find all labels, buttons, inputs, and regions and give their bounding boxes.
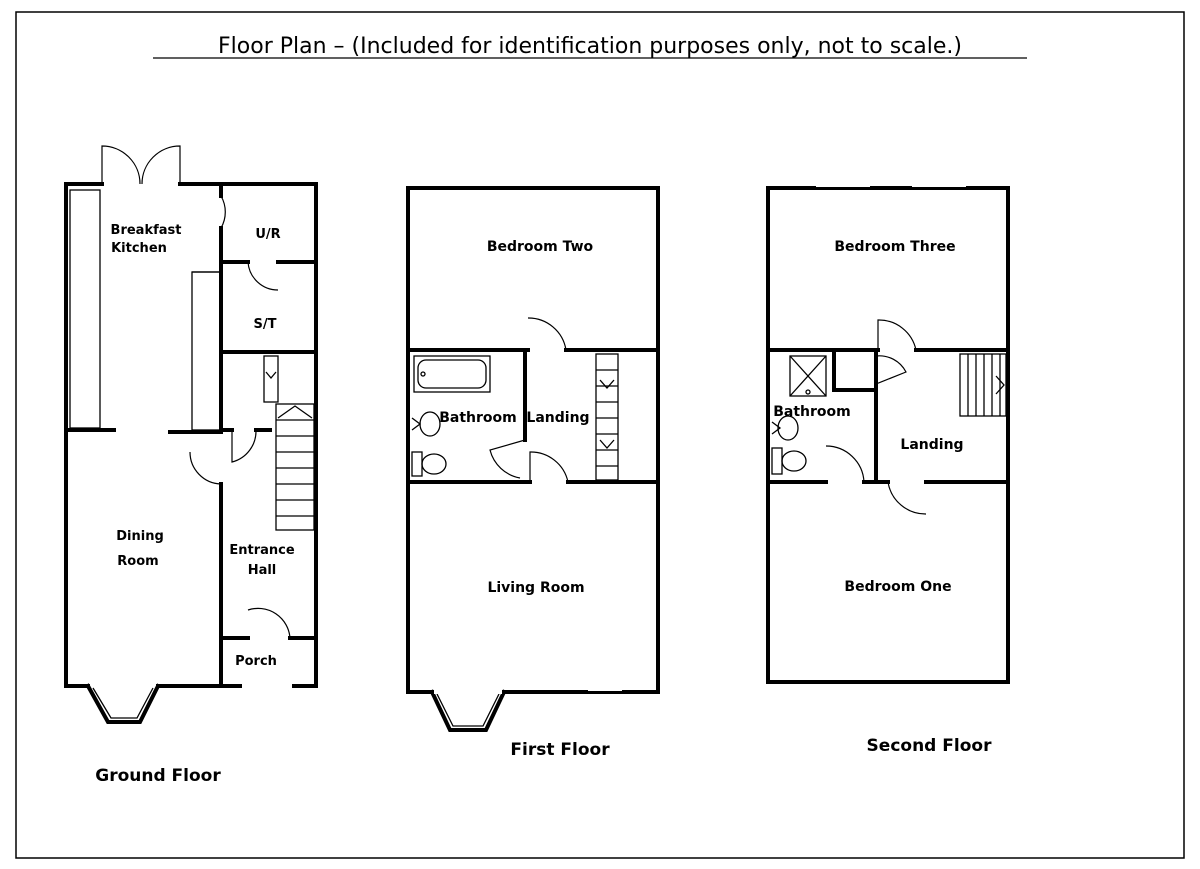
label-dining-room: Room	[117, 554, 158, 569]
ground-floor-caption: Ground Floor	[95, 766, 221, 786]
label-entrance: Entrance	[229, 543, 294, 558]
label-bedroom-three: Bedroom Three	[834, 239, 955, 255]
label-living-room: Living Room	[487, 580, 584, 596]
label-second-landing: Landing	[900, 437, 963, 453]
label-hall: Hall	[248, 563, 277, 578]
plan-title: Floor Plan – (Included for identificatio…	[218, 34, 962, 59]
label-bedroom-two: Bedroom Two	[487, 239, 594, 255]
label-bedroom-one: Bedroom One	[844, 579, 951, 595]
first-floor-caption: First Floor	[510, 740, 610, 760]
second-floor-plan	[766, 185, 1010, 684]
second-floor-caption: Second Floor	[867, 736, 993, 756]
label-first-bathroom: Bathroom	[439, 410, 517, 426]
label-second-bathroom: Bathroom	[773, 404, 851, 420]
label-porch: Porch	[235, 654, 277, 669]
label-first-landing: Landing	[526, 410, 589, 426]
label-utility: U/R	[255, 227, 280, 242]
label-dining: Dining	[116, 529, 164, 544]
label-breakfast: Breakfast	[111, 223, 182, 238]
ground-floor-plan	[64, 145, 318, 724]
label-kitchen: Kitchen	[111, 241, 167, 256]
first-floor-plan	[406, 186, 660, 732]
label-store: S/T	[254, 317, 277, 332]
page-border	[15, 11, 1185, 859]
